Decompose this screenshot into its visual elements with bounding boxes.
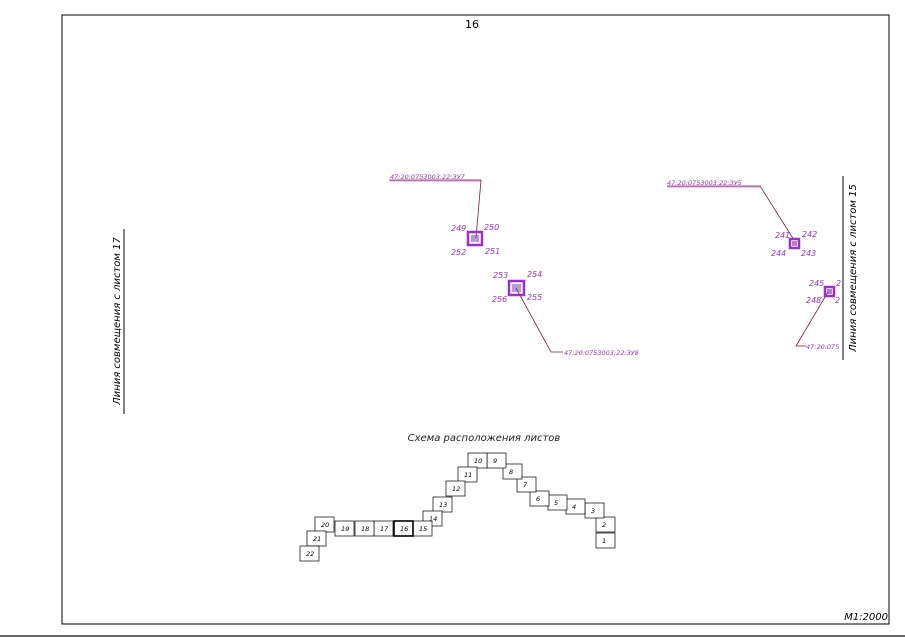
scheme-sheet-number: 15 — [419, 525, 427, 533]
leader-line — [795, 291, 829, 347]
point-label: 251 — [485, 247, 500, 256]
scheme-sheet-number: 22 — [306, 550, 314, 558]
point-label: 2 — [836, 279, 841, 288]
point-label: 245 — [809, 279, 824, 288]
point-label: 250 — [484, 223, 499, 232]
scheme-sheet-number: 13 — [439, 501, 447, 509]
point-label: 244 — [771, 249, 786, 258]
parcel-clipped: 47:20:075 245 2 248 2 — [795, 279, 841, 351]
page-number: 16 — [465, 18, 479, 31]
scheme-sheet-number: 8 — [509, 468, 513, 476]
scheme-sheet-number: 6 — [536, 495, 540, 503]
scheme-title: Схема расположения листов — [408, 433, 561, 444]
scheme-sheet-number: 5 — [554, 499, 558, 507]
scheme-sheet-number: 3 — [591, 507, 595, 515]
scheme-sheet-box — [432, 496, 453, 513]
scheme-sheet-number: 21 — [313, 535, 321, 543]
sheet-frame — [61, 14, 890, 625]
scheme-sheet-number: 12 — [452, 485, 460, 493]
parcel-fill — [827, 289, 832, 294]
leader-line — [389, 179, 482, 239]
parcel-zu5: 47:20:0753003:22:ЗУ5 241 242 244 243 — [667, 179, 817, 258]
point-label: 253 — [493, 271, 508, 280]
scheme-sheet-box — [502, 463, 523, 480]
scheme-sheet-box — [445, 480, 466, 497]
parcel-outline — [466, 230, 484, 247]
point-label: 248 — [806, 296, 821, 305]
parcel-outline — [823, 285, 836, 298]
scheme-sheet-box — [354, 520, 375, 537]
scheme-sheet-box — [595, 532, 616, 549]
point-label: 243 — [801, 249, 816, 258]
parcel-zu8: 47:20:0753003:22:ЗУ8 253 254 256 255 — [492, 270, 639, 357]
parcel-label: 47:20:0753003:22:ЗУ7 — [390, 173, 466, 181]
scheme-sheet-box — [467, 452, 488, 469]
leader-line — [515, 287, 563, 353]
scheme-sheet-number: 1 — [602, 537, 606, 545]
left-join-label: Линия совмещения с листом 17 — [112, 237, 123, 406]
point-label: 249 — [451, 224, 466, 233]
scheme-sheet-number: 16 — [400, 525, 408, 533]
scheme-sheet-number: 14 — [429, 515, 437, 523]
scheme-sheet-number: 18 — [361, 525, 369, 533]
parcel-fill — [512, 284, 521, 292]
point-label: 242 — [802, 230, 817, 239]
scheme-sheet-number: 20 — [321, 521, 329, 529]
scheme-sheet-number: 7 — [523, 481, 528, 489]
scheme-sheet-box — [334, 520, 355, 537]
parcel-label: 47:20:0753003:22:ЗУ8 — [564, 349, 639, 357]
scheme-sheet-box — [457, 466, 478, 483]
scheme-sheet-number: 19 — [341, 525, 349, 533]
point-label: 241 — [775, 231, 790, 240]
parcel-fill — [471, 235, 479, 242]
leader-line — [667, 185, 795, 241]
scheme-sheet-number: 17 — [380, 525, 389, 533]
parcel-outline — [507, 279, 526, 297]
parcel-label: 47:20:075 — [806, 343, 839, 351]
scheme-sheet-number: 2 — [602, 521, 606, 529]
scheme-sheet-current — [393, 520, 414, 537]
scheme-sheet-box — [299, 545, 320, 562]
point-label: 2 — [835, 296, 840, 305]
parcel-outline — [788, 237, 801, 250]
parcel-label: 47:20:0753003:22:ЗУ5 — [667, 179, 742, 187]
parcel-fill — [792, 241, 797, 246]
point-label: 255 — [527, 293, 542, 302]
scheme-sheet-number: 11 — [464, 471, 472, 479]
parcel-zu7: 47:20:0753003:22:ЗУ7 249 250 252 251 — [389, 173, 500, 257]
scheme-sheet-box — [595, 516, 616, 533]
right-join-label: Линия совмещения с листом 15 — [848, 184, 859, 353]
scheme-sheet-box — [529, 490, 550, 507]
scheme-sheet-number: 4 — [572, 503, 576, 511]
scheme-sheet-number: 9 — [493, 457, 497, 465]
scale-label: М1:2000 — [844, 612, 888, 623]
point-label: 256 — [492, 295, 507, 304]
scheme-sheet-number: 10 — [474, 457, 482, 465]
point-label: 254 — [527, 270, 542, 279]
scheme-sheet-box — [516, 476, 537, 493]
point-label: 252 — [451, 248, 466, 257]
